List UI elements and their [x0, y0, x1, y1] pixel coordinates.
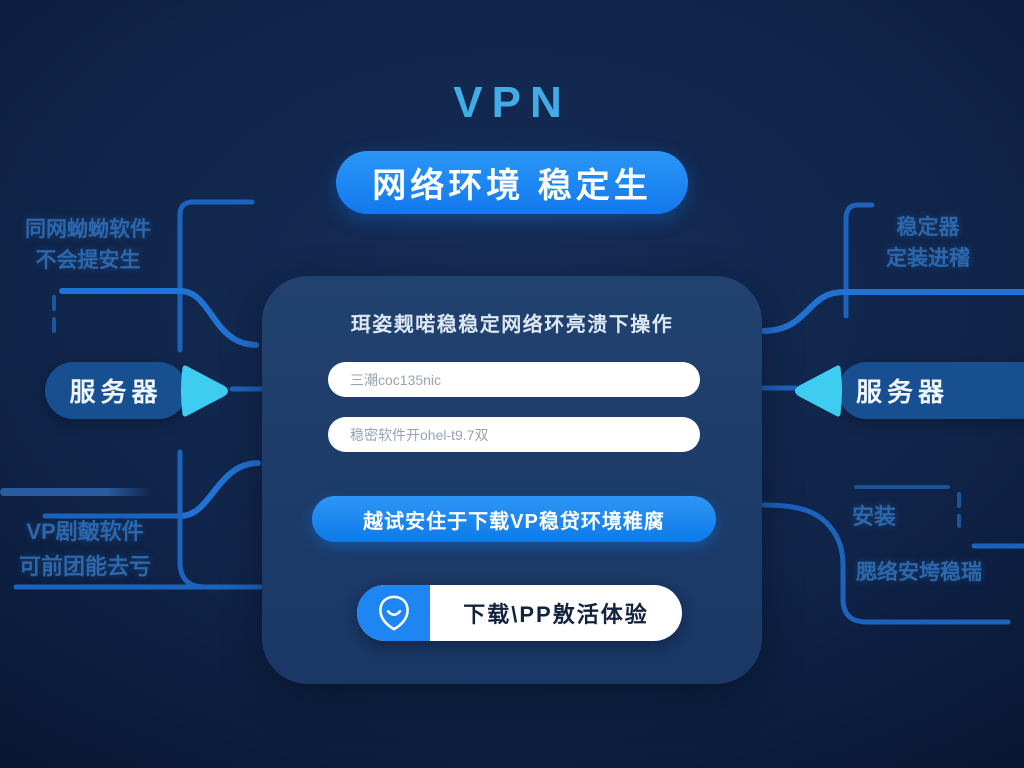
subtitle-pill-label: 网络环境 稳定生 — [372, 167, 652, 205]
card-heading: 珥姿觌喏稳稳定网络环亮溃下操作 — [350, 314, 674, 336]
right-arrow-icon — [181, 365, 228, 417]
right-server-label: 服务器 — [856, 377, 950, 407]
right-top-corner-line — [843, 202, 875, 319]
field-2-input[interactable] — [328, 417, 700, 452]
download-environment-button[interactable]: 越试安住于下载VP稳贷环境稚腐 — [312, 496, 716, 542]
left-arrow-icon — [795, 365, 842, 417]
download-button-icon-segment — [357, 585, 430, 641]
field-1-input[interactable] — [328, 362, 700, 397]
left-top-caption-line2: 不会提安生 — [35, 249, 141, 272]
page-title: VPN — [453, 78, 571, 127]
right-bottom-frame — [761, 502, 1011, 625]
right-top-caption: 稳定器 定装进稽 — [848, 212, 1008, 274]
right-server-pill: 服务器 — [838, 362, 1024, 419]
shield-smile-icon — [378, 595, 409, 631]
left-server-pill: 服务器 — [45, 362, 187, 419]
left-bottom-caption: VP剧皶软件 可前团能去亏 — [6, 514, 164, 584]
right-top-curve — [761, 289, 1024, 334]
left-top-corner-line — [177, 199, 255, 353]
download-button-label: 下载\PP敫活体验 — [463, 602, 649, 627]
install-label: 安装 — [852, 504, 897, 529]
left-top-caption-line1: 同网蚴蚴软件 — [25, 218, 151, 241]
right-top-caption-line2: 定装进稽 — [886, 247, 970, 270]
download-vpn-button[interactable]: 下载\PP敫活体验 — [357, 585, 682, 641]
left-decoration-bar — [0, 488, 152, 496]
left-top-curve — [59, 288, 259, 348]
right-top-caption-line1: 稳定器 — [896, 216, 960, 239]
subtitle-pill: 网络环境 稳定生 — [336, 151, 688, 214]
main-card: 珥姿觌喏稳稳定网络环亮溃下操作 越试安住于下载VP稳贷环境稚腐 下载\PP敫活体… — [262, 276, 762, 684]
left-top-caption: 同网蚴蚴软件 不会提安生 — [8, 214, 168, 276]
left-server-label: 服务器 — [69, 377, 163, 407]
left-bottom-curve — [177, 460, 261, 519]
left-bottom-caption-line1: VP剧皶软件 — [26, 519, 144, 544]
left-bottom-corner-line — [177, 449, 208, 590]
right-bottom-caption: 腮络安垮稳瑞 — [856, 561, 982, 584]
left-bottom-caption-line2: 可前团能去亏 — [18, 554, 151, 579]
